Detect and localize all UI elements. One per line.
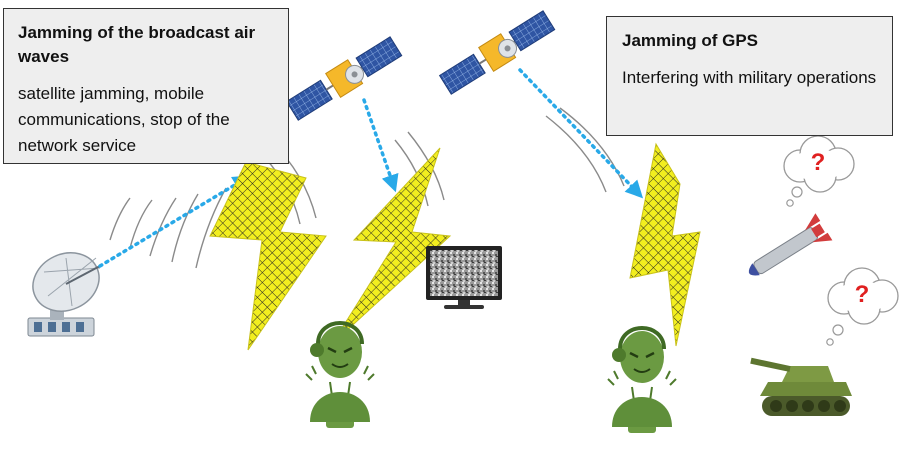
callout-title: Jamming of the broadcast air waves [18,23,256,66]
callout-body: satellite jamming, mobile communications… [18,84,230,155]
tank-icon [750,357,852,416]
satellite-icon [284,33,405,124]
callout-body: Interfering with military operations [622,68,877,87]
lightning-bolt-icon [629,142,701,347]
callout-title: Jamming of GPS [622,31,759,50]
jammer-person-icon [606,326,678,435]
gps-satellite-signal [518,68,644,199]
missile-icon [748,213,833,276]
gps-jamming-callout: Jamming of GPS Interfering with military… [606,16,893,136]
thought-bubble-icon [826,267,899,346]
tank-question-mark: ? [855,281,870,308]
satellite-downlink-signal [362,98,399,193]
missile-question-mark: ? [811,149,826,176]
jammer-person-icon [304,321,376,430]
satellite-icon [437,7,558,98]
thought-bubble-icon [783,135,855,207]
static-tv-icon [426,246,502,309]
dish-uplink-signal [98,175,251,268]
lightning-bolt-icon [209,161,327,351]
satellite-dish-icon [27,252,101,337]
broadcast-jamming-callout: Jamming of the broadcast air waves satel… [3,8,289,164]
